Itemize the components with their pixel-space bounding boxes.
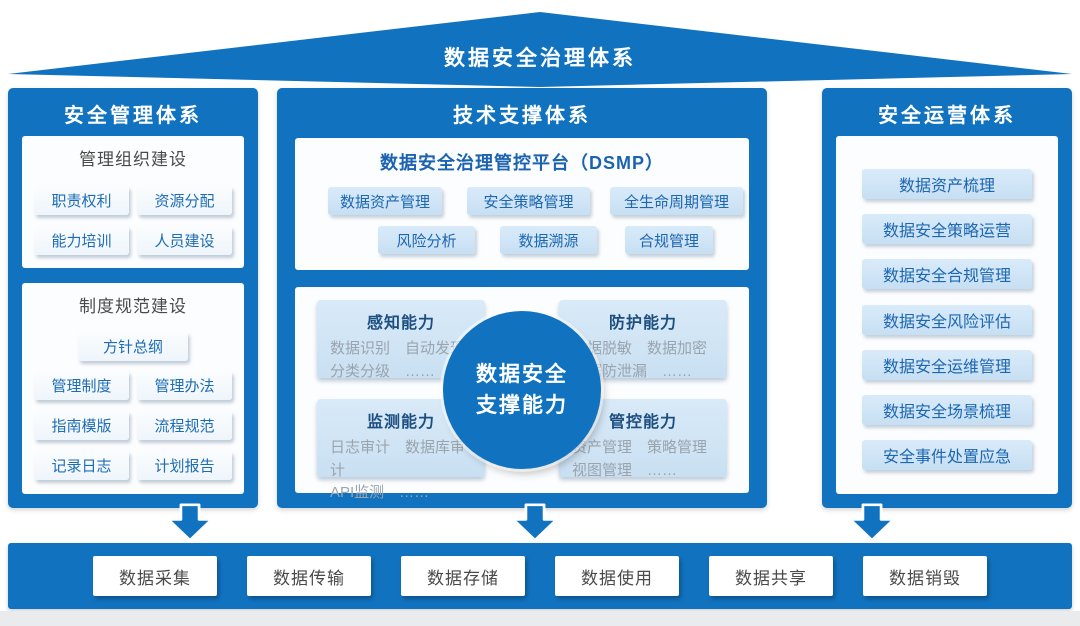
lifecycle-data-collection: 数据采集 <box>93 556 217 596</box>
org-item-resources: 资源分配 <box>137 186 232 215</box>
pillar-technical-support: 技术支撑体系 数据安全治理管控平台（DSMP） 数据资产管理 安全策略管理 全生… <box>277 88 767 508</box>
dsmp-platform-title: 数据安全治理管控平台（DSMP） <box>379 153 664 173</box>
lifecycle-data-usage: 数据使用 <box>555 556 679 596</box>
ops-item-policy-operation: 数据安全策略运营 <box>862 214 1032 244</box>
capability-block-monitoring: 监测能力 日志审计 数据库审计 API监测 …… <box>317 399 485 501</box>
ops-item-scenario-sorting: 数据安全场景梳理 <box>862 395 1032 425</box>
capability-monitoring-line2: API监测 …… <box>330 484 430 501</box>
dsmp-item-security-policy-mgmt: 安全策略管理 <box>467 187 590 215</box>
rules-panel-title: 制度规范建设 <box>79 297 187 316</box>
dsmp-item-risk-analysis: 风险分析 <box>378 226 475 254</box>
capability-panel: 感知能力 数据识别 自动发现 分类分级 …… 防护能力 数据脱敏 数据加密 数据… <box>295 287 749 501</box>
rules-building-panel: 制度规范建设 方针总纲 管理制度 管理办法 指南模版 流程规范 记录日志 计划报… <box>22 283 244 494</box>
bottom-edge-strip <box>0 611 1080 626</box>
org-item-staffing: 人员建设 <box>137 226 232 255</box>
diagram-title: 数据安全治理体系 <box>444 47 636 70</box>
rules-item-record-log: 记录日志 <box>34 451 129 480</box>
ops-item-incident-response: 安全事件处置应急 <box>862 440 1032 470</box>
lifecycle-data-transmission: 数据传输 <box>247 556 371 596</box>
org-building-panel: 管理组织建设 职责权利 资源分配 能力培训 人员建设 <box>22 136 244 268</box>
pillar-middle-header: 技术支撑体系 <box>453 105 591 127</box>
lifecycle-data-storage: 数据存储 <box>401 556 525 596</box>
capability-protection-line2: 数据防泄漏 …… <box>572 362 693 380</box>
capability-control-title: 管控能力 <box>608 414 677 431</box>
down-arrow-icon <box>511 503 559 542</box>
rules-item-policy-outline: 方针总纲 <box>78 332 188 361</box>
capability-control-line1: 资产管理 策略管理 <box>572 439 708 456</box>
operation-panel: 数据资产梳理 数据安全策略运营 数据安全合规管理 数据安全风险评估 数据安全运维… <box>836 136 1058 494</box>
rules-item-guide-template: 指南模版 <box>34 411 129 440</box>
pillar-security-management: 安全管理体系 管理组织建设 职责权利 资源分配 能力培训 人员建设 制度规范建设… <box>8 88 258 508</box>
dsmp-item-data-asset-mgmt: 数据资产管理 <box>328 187 442 215</box>
rules-item-plan-report: 计划报告 <box>137 451 232 480</box>
capability-monitoring-title: 监测能力 <box>366 414 435 431</box>
dsmp-platform-panel: 数据安全治理管控平台（DSMP） 数据资产管理 安全策略管理 全生命周期管理 风… <box>295 138 749 270</box>
lifecycle-data-sharing: 数据共享 <box>709 556 833 596</box>
rules-item-mgmt-measures: 管理办法 <box>137 371 232 400</box>
ops-item-risk-assessment: 数据安全风险评估 <box>862 305 1032 335</box>
roof-shape <box>8 12 1072 87</box>
ops-item-maintenance-mgmt: 数据安全运维管理 <box>862 350 1032 380</box>
capability-perception-line2: 分类分级 …… <box>330 362 436 380</box>
capability-monitoring-line1: 日志审计 数据库审计 <box>330 439 466 479</box>
org-item-duties: 职责权利 <box>34 186 129 215</box>
dsmp-item-lifecycle-mgmt: 全生命周期管理 <box>610 187 743 215</box>
circle-line1: 数据安全 <box>476 362 568 386</box>
lifecycle-data-destruction: 数据销毁 <box>863 556 987 596</box>
support-capability-circle: 数据安全 支撑能力 <box>443 311 601 469</box>
rules-item-mgmt-system: 管理制度 <box>34 371 129 400</box>
dsmp-item-data-tracing: 数据溯源 <box>500 226 597 254</box>
capability-perception-title: 感知能力 <box>366 315 435 332</box>
data-lifecycle-bar: 数据采集 数据传输 数据存储 数据使用 数据共享 数据销毁 <box>8 543 1072 609</box>
pillar-security-operation: 安全运营体系 数据资产梳理 数据安全策略运营 数据安全合规管理 数据安全风险评估… <box>822 88 1072 508</box>
pillar-left-header: 安全管理体系 <box>64 105 202 127</box>
capability-protection-line1: 数据脱敏 数据加密 <box>572 340 708 357</box>
circle-line2: 支撑能力 <box>476 394 568 417</box>
capability-control-line2: 视图管理 …… <box>572 461 678 479</box>
rules-item-process-spec: 流程规范 <box>137 411 232 440</box>
ops-item-compliance-mgmt: 数据安全合规管理 <box>862 259 1032 289</box>
down-arrow-icon <box>166 503 214 542</box>
pillar-right-header: 安全运营体系 <box>878 105 1016 127</box>
dsmp-item-compliance-mgmt: 合规管理 <box>625 226 713 254</box>
capability-protection-title: 防护能力 <box>608 315 677 332</box>
org-item-training: 能力培训 <box>34 226 129 255</box>
capability-perception-line1: 数据识别 自动发现 <box>330 340 466 357</box>
down-arrow-icon <box>848 503 896 542</box>
ops-item-asset-sorting: 数据资产梳理 <box>862 169 1032 199</box>
org-panel-title: 管理组织建设 <box>79 150 187 169</box>
